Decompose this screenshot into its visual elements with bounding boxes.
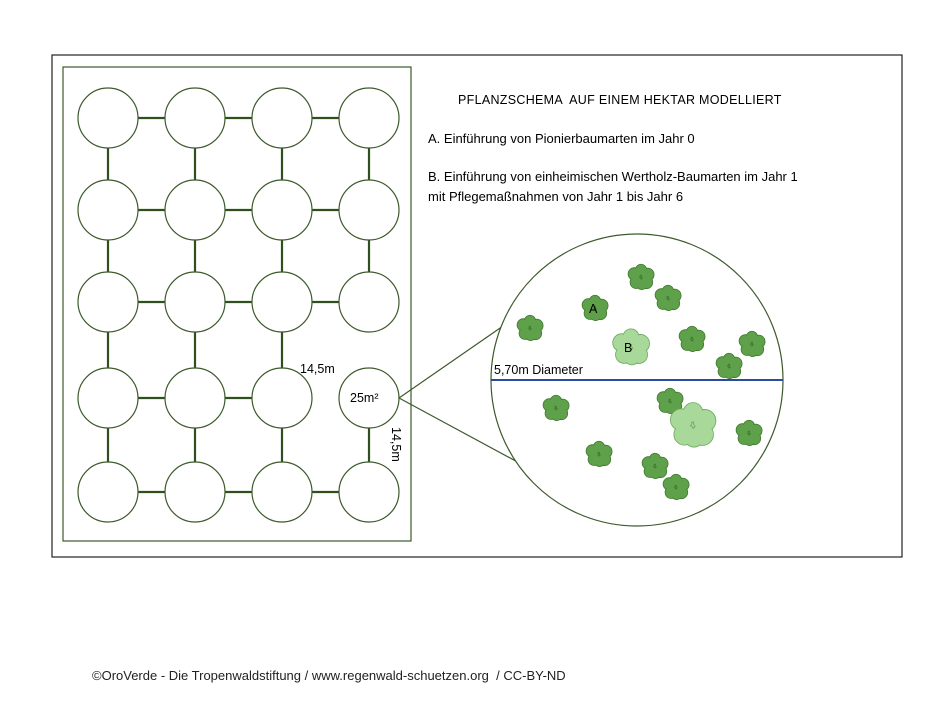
pioneer-tree-icon xyxy=(627,263,655,291)
pioneer-tree-icon xyxy=(715,352,743,380)
pioneer-tree-icon xyxy=(581,294,609,322)
planting-cell xyxy=(338,271,400,333)
planting-cell xyxy=(164,179,226,241)
legend-item-b-line2: mit Pflegemaßnahmen von Jahr 1 bis Jahr … xyxy=(428,189,683,204)
planting-cell xyxy=(338,461,400,523)
planting-cell xyxy=(164,461,226,523)
planting-cell xyxy=(251,461,313,523)
planting-cell xyxy=(251,367,313,429)
diameter-label: 5,70m Diameter xyxy=(494,363,583,377)
footer-credit: ©OroVerde - Die Tropenwaldstiftung / www… xyxy=(92,668,566,683)
cell-area-label: 25m² xyxy=(350,391,378,405)
legend-item-b-line1: B. Einführung von einheimischen Wertholz… xyxy=(428,169,798,184)
planting-grid xyxy=(77,87,400,523)
valuable-tree-icon xyxy=(612,328,650,366)
spacing-vertical-label: 14,5m xyxy=(389,427,403,462)
valuable-tree-icon xyxy=(670,402,717,448)
planting-cell xyxy=(164,367,226,429)
planting-cell xyxy=(77,87,139,149)
planting-cell xyxy=(77,461,139,523)
diagram-title: PFLANZSCHEMA AUF EINEM HEKTAR MODELLIERT xyxy=(458,93,782,107)
pioneer-tree-icon xyxy=(654,284,682,312)
planting-cell xyxy=(77,179,139,241)
planting-cell xyxy=(338,87,400,149)
planting-cell xyxy=(164,87,226,149)
planting-cell xyxy=(164,271,226,333)
pioneer-tree-icon xyxy=(738,330,766,358)
planting-cell xyxy=(251,87,313,149)
pioneer-tree-icon xyxy=(662,473,690,501)
tree-marker-a-label: A xyxy=(589,302,598,316)
plot-frame xyxy=(62,66,412,542)
pioneer-tree-icon xyxy=(656,387,684,415)
pioneer-tree-icon xyxy=(585,440,613,468)
spacing-horizontal-label: 14,5m xyxy=(300,362,335,376)
tree-markers xyxy=(516,263,766,501)
pioneer-tree-icon xyxy=(735,419,763,447)
legend-item-a: A. Einführung von Pionierbaumarten im Ja… xyxy=(428,131,695,146)
planting-cell xyxy=(77,271,139,333)
pioneer-tree-icon xyxy=(542,394,570,422)
planting-cell xyxy=(251,271,313,333)
pioneer-tree-icon xyxy=(678,325,706,353)
planting-cell xyxy=(77,367,139,429)
tree-marker-b-label: B xyxy=(624,341,632,355)
outer-frame xyxy=(51,54,903,558)
grid-connectors xyxy=(106,116,371,494)
planting-cell xyxy=(251,179,313,241)
pioneer-tree-icon xyxy=(641,452,669,480)
pioneer-tree-icon xyxy=(516,314,544,342)
planting-cell xyxy=(338,179,400,241)
